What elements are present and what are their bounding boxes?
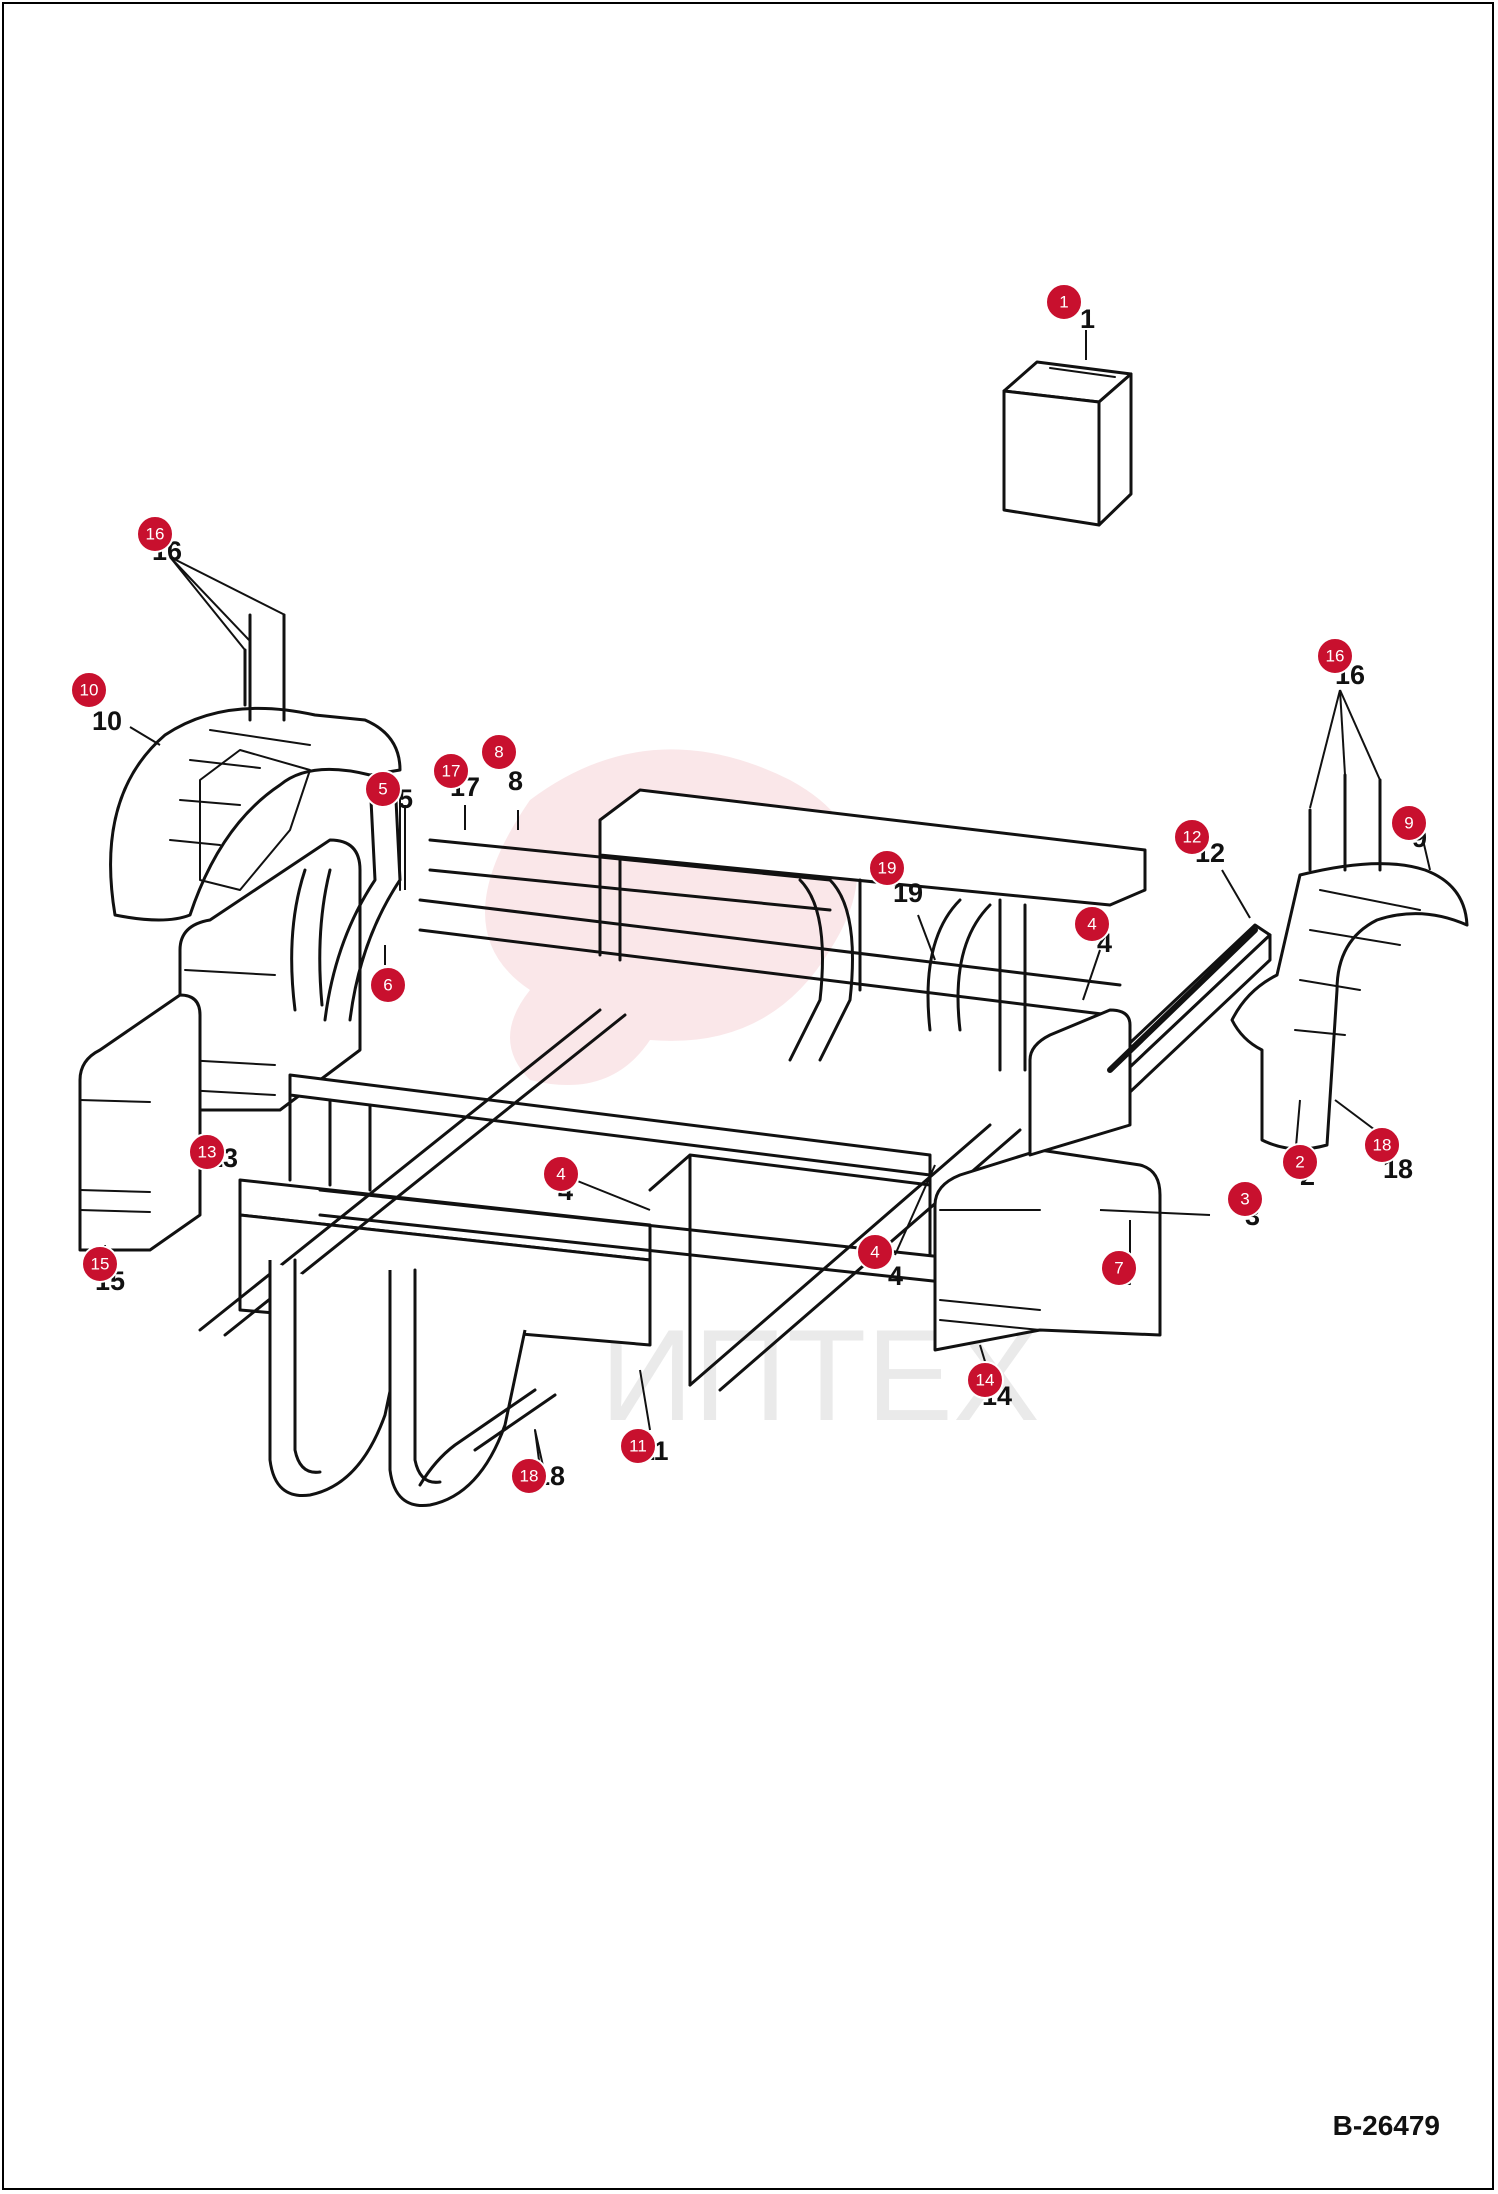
svg-text:13: 13 [198,1143,217,1162]
part-screws-left [243,613,286,722]
callout-18-right: 18 [1363,1126,1401,1164]
part-endcap-left [78,993,202,1252]
part-tube-left [323,778,402,1022]
svg-text:4: 4 [556,1165,565,1184]
svg-text:12: 12 [1183,828,1202,847]
svg-text:4: 4 [870,1243,879,1262]
svg-text:14: 14 [976,1371,995,1390]
svg-text:9: 9 [1404,814,1413,833]
callout-13: 13 [188,1133,226,1171]
svg-text:10: 10 [80,681,99,700]
label-1: 1 [1080,304,1095,334]
svg-text:4: 4 [1087,915,1096,934]
svg-text:18: 18 [1373,1136,1392,1155]
svg-text:3: 3 [1240,1190,1249,1209]
svg-text:18: 18 [520,1467,539,1486]
svg-text:6: 6 [383,976,392,995]
callout-17: 17 [432,752,470,790]
svg-text:5: 5 [378,780,387,799]
part-box [1002,360,1133,527]
callout-7: 7 [1100,1249,1138,1287]
part-fender-left [109,706,402,922]
svg-text:2: 2 [1295,1153,1304,1172]
callout-14: 14 [966,1361,1004,1399]
callout-10: 10 [70,671,108,709]
callout-4-mid: 4 [542,1155,580,1193]
label-10: 10 [92,706,122,736]
svg-text:19: 19 [878,859,897,878]
callout-8: 8 [480,733,518,771]
svg-text:7: 7 [1114,1259,1123,1278]
callout-18-left: 18 [510,1457,548,1495]
svg-text:17: 17 [442,762,461,781]
callout-16-left: 16 [136,515,174,553]
callout-6: 6 [369,966,407,1004]
callout-16-right: 16 [1316,637,1354,675]
svg-text:15: 15 [91,1255,110,1274]
part-fender-right [1230,862,1469,1151]
callout-1: 1 [1045,283,1083,321]
part-bumper-right [933,1148,1162,1352]
label-4-low: 4 [888,1261,903,1291]
svg-text:1: 1 [1059,293,1068,312]
label-8: 8 [508,766,523,796]
svg-text:11: 11 [629,1437,647,1456]
callout-15: 15 [81,1245,119,1283]
part-screws-right [1308,773,1382,872]
callout-4-low: 4 [856,1233,894,1271]
part-bumper-mid [1028,927,1258,1157]
drawing-number: B-26479 [1332,2110,1440,2141]
leader-lines [104,330,1431,1469]
callout-5: 5 [364,770,402,808]
svg-text:8: 8 [494,743,503,762]
callout-4-right: 4 [1073,905,1111,943]
svg-text:16: 16 [146,525,165,544]
callout-11: 11 [619,1427,657,1465]
callout-19: 19 [868,849,906,887]
callout-3: 3 [1226,1180,1264,1218]
callout-9: 9 [1390,804,1428,842]
callout-2: 2 [1281,1143,1319,1181]
svg-text:16: 16 [1326,647,1345,666]
callout-12: 12 [1173,818,1211,856]
